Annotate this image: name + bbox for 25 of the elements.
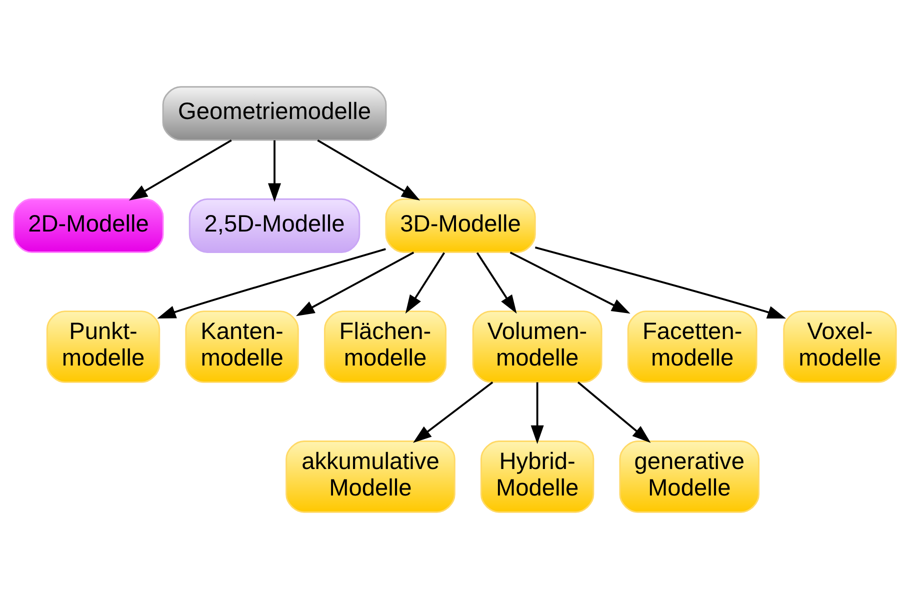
node-box: 3D-Modelle bbox=[385, 198, 536, 253]
arrow bbox=[476, 252, 517, 314]
arrow bbox=[530, 382, 544, 444]
node-box: Facetten- modelle bbox=[627, 310, 758, 383]
node-box: akkumulative Modelle bbox=[286, 440, 456, 513]
arrow bbox=[534, 246, 786, 319]
node-box: Geometriemodelle bbox=[162, 86, 387, 141]
arrow bbox=[577, 382, 651, 443]
node-box: Flächen- modelle bbox=[324, 310, 447, 383]
arrow bbox=[296, 252, 414, 316]
arrow bbox=[405, 252, 445, 314]
arrow bbox=[268, 140, 282, 202]
node-box: 2D-Modelle bbox=[13, 198, 164, 253]
arrow bbox=[157, 248, 386, 319]
node-box: 2,5D-Modelle bbox=[188, 198, 360, 253]
arrow bbox=[317, 139, 420, 200]
node-box: generative Modelle bbox=[619, 440, 760, 513]
node-box: Hybrid- Modelle bbox=[480, 440, 594, 513]
arrow bbox=[510, 252, 630, 314]
arrow bbox=[413, 381, 494, 443]
node-box: Kanten- modelle bbox=[185, 310, 299, 383]
node-box: Volumen- modelle bbox=[472, 310, 602, 383]
node-box: Punkt- modelle bbox=[46, 310, 160, 383]
arrow bbox=[128, 139, 232, 200]
node-box: Voxel- modelle bbox=[783, 310, 897, 383]
